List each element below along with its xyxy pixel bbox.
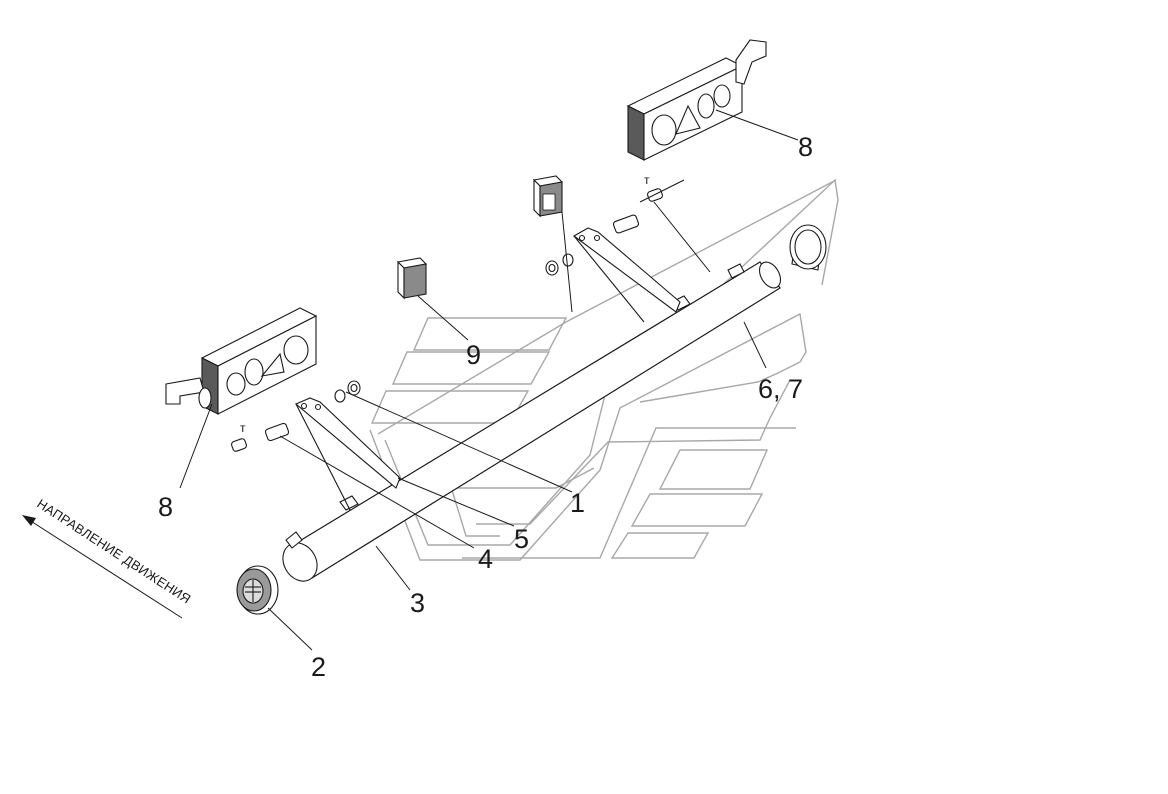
- frame-stripe-1: [412, 317, 568, 351]
- frame-inner-contour: [384, 178, 839, 546]
- frame-step-edge: [451, 489, 500, 537]
- transverse-tube: [282, 261, 782, 582]
- callout-2: 2: [311, 652, 326, 682]
- tube-lug-mid: [339, 495, 359, 511]
- leader-67a: [743, 321, 767, 369]
- lamp-left-lens-triangle: [260, 352, 285, 377]
- nut-right-hole: [548, 263, 556, 273]
- bracket-right-hole-1: [578, 234, 586, 242]
- bracket-right-strap: [573, 235, 645, 323]
- bracket-left-hole-2: [314, 403, 322, 411]
- lamp-right-mount: [735, 39, 767, 85]
- frame-rail-mid: [432, 467, 595, 489]
- direction-arrow-head: [22, 515, 36, 526]
- lamp-left-connector: [198, 387, 212, 409]
- leader-5: [397, 477, 515, 527]
- tube-end-right: [758, 261, 782, 289]
- lamp-left-mount: [165, 377, 205, 405]
- leader-2: [267, 607, 313, 651]
- lamp-right-lens-3: [713, 84, 731, 108]
- callout-1: 1: [570, 488, 585, 518]
- frame-stripe-5: [630, 493, 764, 527]
- lamp-right-lens-1: [651, 114, 677, 146]
- leader-9b: [561, 211, 573, 313]
- frame-stripe-4: [658, 449, 769, 490]
- washer-right: [562, 253, 574, 267]
- direction-arrow-line: [25, 517, 183, 619]
- tube-body: [287, 261, 781, 579]
- lamp-right-lens-2: [697, 93, 715, 119]
- chassis-frame-outline: [369, 178, 839, 561]
- bolt-right-large: [612, 214, 640, 234]
- bracket-left-strap: [295, 403, 351, 511]
- leader-1: [345, 391, 573, 493]
- tube-lug-left: [285, 531, 303, 549]
- callout-5: 5: [514, 524, 529, 554]
- callout-3: 3: [410, 588, 425, 618]
- bolt-left-large: [264, 422, 290, 442]
- bracket-left-hole-1: [300, 402, 308, 410]
- lamp-right-body: [627, 105, 645, 161]
- frame-rail-bottom: [462, 427, 796, 559]
- lamp-right-lens-triangle: [675, 104, 701, 135]
- callouts: 1 2 3 4 5 6, 7 8 8 9: [158, 132, 813, 682]
- leader-3: [375, 545, 411, 591]
- leader-8-right: [715, 109, 799, 141]
- pad-lower-front: [397, 260, 405, 300]
- frame-stripe-6: [610, 532, 710, 559]
- sleeve-end-inner: [794, 229, 822, 265]
- lamp-left-lens-2: [244, 358, 264, 386]
- callout-8-left: 8: [158, 492, 173, 522]
- washer-left: [334, 389, 346, 403]
- sleeve-ring-right: [789, 224, 827, 271]
- pad-upper-front: [533, 178, 541, 218]
- bolt-mark-right: т: [644, 173, 650, 187]
- fasteners-left: т: [231, 380, 361, 452]
- callout-4: 4: [478, 544, 493, 574]
- bolt-left-small: [231, 438, 247, 452]
- rubber-pad-upper: [532, 175, 564, 218]
- fasteners-right: т: [545, 173, 685, 276]
- bracket-right-arm: [572, 227, 681, 313]
- tube-lug-end: [727, 263, 745, 279]
- rear-lamp-right: [626, 39, 767, 161]
- bracket-left-arm: [294, 397, 401, 489]
- end-plug-left: [236, 565, 279, 615]
- leader-4: [279, 435, 475, 549]
- callout-6-7: 6, 7: [758, 374, 803, 404]
- leader-67b: [653, 201, 711, 273]
- callout-9: 9: [466, 340, 481, 370]
- rubber-pad-lower: [396, 257, 428, 300]
- callout-8-right: 8: [798, 132, 813, 162]
- bracket-right: [572, 227, 681, 323]
- leader-lines: [179, 109, 799, 651]
- bracket-left: [294, 397, 401, 511]
- lamp-left-lens-1: [226, 372, 246, 396]
- leader-9a: [417, 295, 469, 341]
- pad-upper-slot: [542, 193, 556, 211]
- frame-rail-top: [377, 179, 837, 435]
- bolt-axis-right: [639, 179, 685, 203]
- bracket-right-hole-2: [593, 234, 601, 242]
- nut-left-hole: [350, 383, 358, 393]
- frame-stripe-2: [391, 351, 551, 385]
- lamp-left-lens-3: [283, 335, 309, 365]
- frame-rail-lower: [476, 379, 791, 525]
- frame-outer-contour: [369, 312, 807, 561]
- bolt-mark-left: т: [240, 421, 246, 435]
- pad-lower-side: [403, 263, 427, 299]
- rear-lamp-left: [165, 307, 318, 415]
- leader-8-left: [179, 403, 213, 489]
